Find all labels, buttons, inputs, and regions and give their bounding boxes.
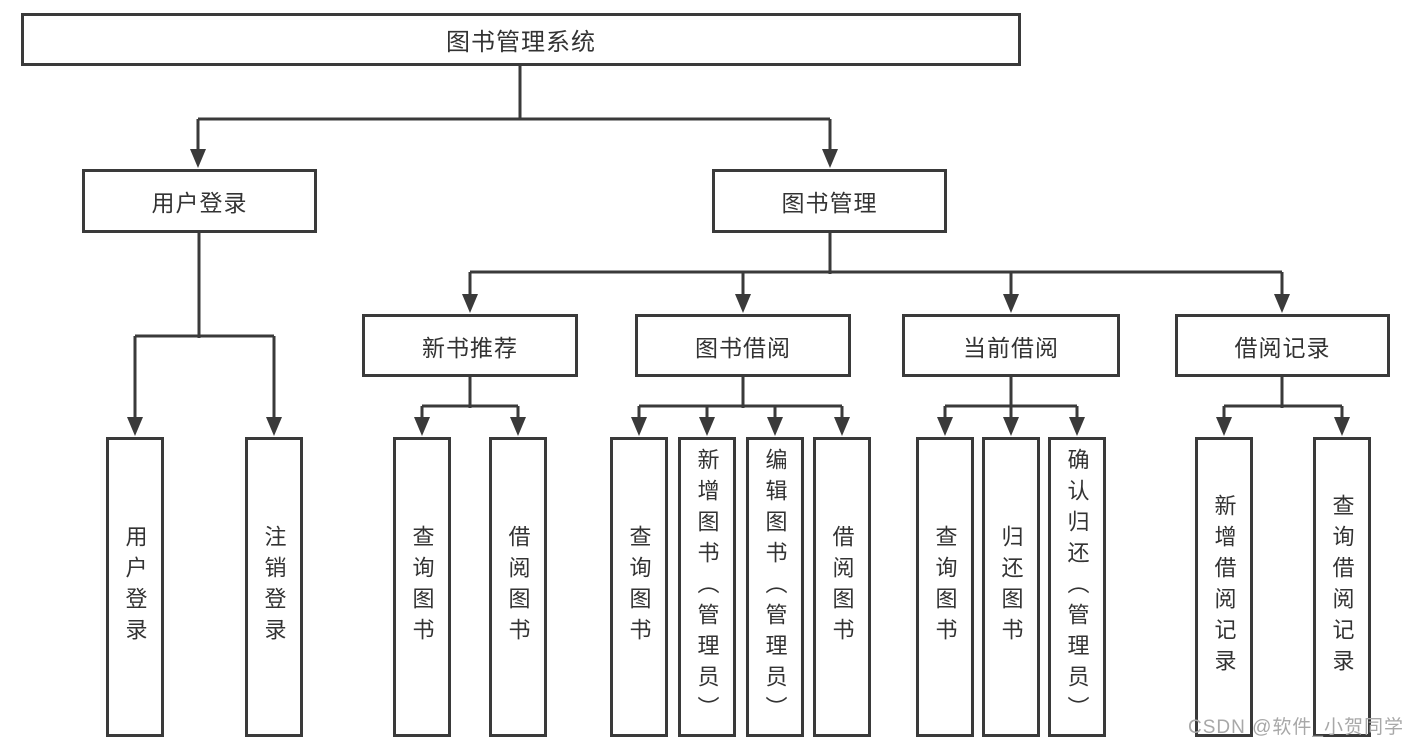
node-label: 图书管理 <box>781 190 878 216</box>
arrow-icon <box>462 294 478 313</box>
connector-lines <box>133 66 1344 418</box>
arrow-icon <box>510 417 526 436</box>
arrow-icon <box>1003 417 1019 436</box>
leaf-cb-return-books: 归还图书 <box>982 437 1040 737</box>
arrow-icon <box>414 417 430 436</box>
leaf-br-query-borrow-record: 查询借阅记录 <box>1313 437 1371 737</box>
arrow-icon <box>822 149 838 168</box>
node-label: 当前借阅 <box>963 334 1059 361</box>
leaf-nbr-query-books: 查询图书 <box>393 437 451 737</box>
leaf-label: 借阅图书 <box>505 525 531 649</box>
node-label: 图书管理系统 <box>446 29 596 56</box>
node-library-management-system: 图书管理系统 <box>21 13 1021 66</box>
leaf-label: 归还图书 <box>998 525 1024 649</box>
node-user-login: 用户登录 <box>82 169 317 233</box>
node-label: 用户登录 <box>151 190 248 216</box>
leaf-label: 新增借阅记录 <box>1211 494 1237 680</box>
leaf-cb-confirm-return-admin: 确认归还（管理员） <box>1048 437 1106 737</box>
leaf-label: 查询图书 <box>409 525 435 649</box>
leaf-label: 查询图书 <box>626 525 652 649</box>
arrow-icon <box>1003 294 1019 313</box>
leaf-bb-borrow-books: 借阅图书 <box>813 437 871 737</box>
arrow-icon <box>735 294 751 313</box>
leaf-bb-query-books: 查询图书 <box>610 437 668 737</box>
leaf-label: 查询图书 <box>932 525 958 649</box>
leaf-bb-edit-books-admin: 编辑图书（管理员） <box>746 437 804 737</box>
arrow-icon <box>631 417 647 436</box>
leaf-label: 查询借阅记录 <box>1329 494 1355 680</box>
node-label: 图书借阅 <box>695 334 791 361</box>
leaf-bb-add-books-admin: 新增图书（管理员） <box>678 437 736 737</box>
node-label: 新书推荐 <box>422 334 518 361</box>
leaf-label: 注销登录 <box>261 525 287 649</box>
leaf-br-add-borrow-record: 新增借阅记录 <box>1195 437 1253 737</box>
leaf-label: 确认归还（管理员） <box>1064 447 1090 727</box>
arrow-icon <box>1334 417 1350 436</box>
leaf-label: 借阅图书 <box>829 525 855 649</box>
arrow-icon <box>266 417 282 436</box>
leaf-cb-query-books: 查询图书 <box>916 437 974 737</box>
leaf-label: 编辑图书（管理员） <box>762 447 788 727</box>
arrow-icon <box>190 149 206 168</box>
leaf-label: 新增图书（管理员） <box>694 447 720 727</box>
node-current-borrowing: 当前借阅 <box>902 314 1120 377</box>
node-borrowing-records: 借阅记录 <box>1175 314 1390 377</box>
node-book-management: 图书管理 <box>712 169 947 233</box>
node-new-book-recommendation: 新书推荐 <box>362 314 578 377</box>
arrowheads <box>127 149 1350 436</box>
node-book-borrowing: 图书借阅 <box>635 314 851 377</box>
arrow-icon <box>834 417 850 436</box>
watermark: CSDN @软件_小贺同学 <box>1188 717 1404 738</box>
arrow-icon <box>767 417 783 436</box>
arrow-icon <box>127 417 143 436</box>
arrow-icon <box>1274 294 1290 313</box>
arrow-icon <box>937 417 953 436</box>
arrow-icon <box>1069 417 1085 436</box>
arrow-icon <box>1216 417 1232 436</box>
leaf-label: 用户登录 <box>122 525 148 649</box>
leaf-user-login: 用户登录 <box>106 437 164 737</box>
node-label: 借阅记录 <box>1234 334 1331 361</box>
arrow-icon <box>699 417 715 436</box>
leaf-logout: 注销登录 <box>245 437 303 737</box>
leaf-nbr-borrow-books: 借阅图书 <box>489 437 547 737</box>
